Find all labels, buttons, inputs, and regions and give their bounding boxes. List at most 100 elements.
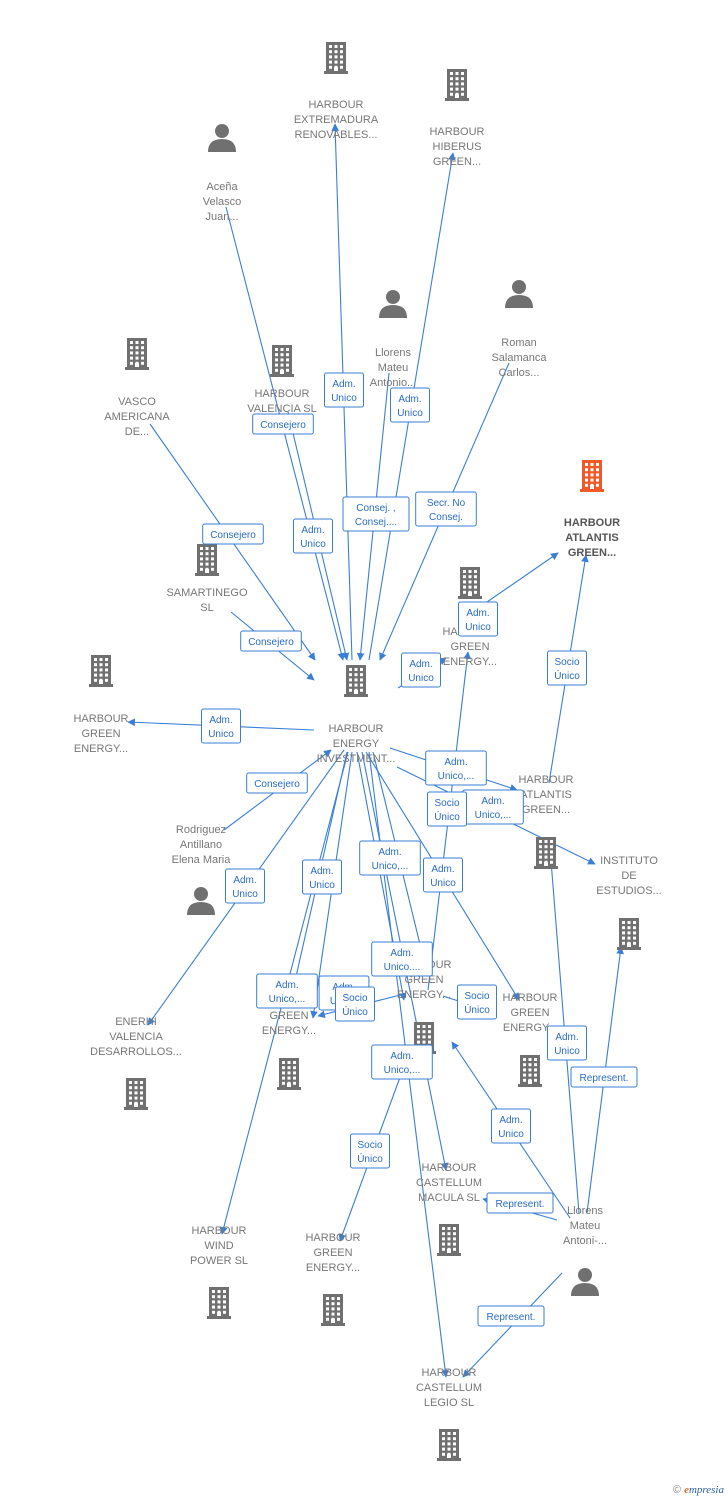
edge-label-box — [293, 518, 333, 554]
edges-layer — [127, 123, 624, 1378]
node-label: Elena Maria — [172, 854, 232, 866]
node-label: ENERHI — [115, 1016, 157, 1028]
node-label: HARBOUR — [73, 713, 128, 725]
person-icon — [505, 280, 533, 308]
graph-node-hiberus[interactable]: HARBOURHIBERUSGREEN... — [429, 69, 485, 168]
node-label: ENERGY... — [306, 1262, 360, 1274]
graph-node-acena[interactable]: AceñaVelascoJuan... — [203, 124, 242, 223]
edge-label[interactable]: Adm.Unico,... — [256, 973, 318, 1009]
edge-label[interactable]: Consej. ,Consej.... — [342, 496, 410, 532]
edge-label[interactable]: Consejero — [240, 630, 302, 652]
edge-label-text: Consej. , — [356, 503, 395, 514]
building-icon — [437, 1224, 461, 1256]
edge-label[interactable]: Adm.Unico — [225, 868, 265, 904]
graph-node-llorens1[interactable]: LlorensMateuAntonio... — [370, 290, 416, 389]
edge-label-box — [371, 1044, 433, 1080]
edge-label-box — [491, 1108, 531, 1144]
node-label: GREEN... — [568, 547, 616, 559]
edge-label[interactable]: Consejero — [202, 523, 264, 545]
edge-label[interactable]: Adm.Unico,... — [425, 750, 487, 786]
node-label: Aceña — [206, 181, 238, 193]
edge-label-text: Adm. — [409, 659, 432, 670]
building-icon — [458, 567, 482, 599]
node-label: VASCO — [118, 396, 156, 408]
edge-label-text: Unico.... — [384, 962, 421, 973]
building-icon — [125, 338, 149, 370]
edge-label-text: Secr. No — [427, 498, 466, 509]
node-label: ENERGY... — [443, 656, 497, 668]
graph-node-roman[interactable]: RomanSalamancaCarlos... — [491, 280, 547, 379]
node-label: LEGIO SL — [424, 1397, 474, 1409]
building-icon — [534, 837, 558, 869]
edge-label[interactable]: Represent. — [570, 1066, 638, 1088]
edge-label[interactable]: Represent. — [486, 1192, 554, 1214]
edge-label-text: Unico — [465, 622, 491, 633]
edge-label[interactable]: Adm.Unico — [423, 857, 463, 893]
node-label: VALENCIA — [109, 1031, 163, 1043]
node-label: GREEN — [450, 641, 489, 653]
graph-node-atlantis_focus[interactable]: HARBOURATLANTISGREEN... — [564, 460, 620, 559]
edge-label-box — [225, 868, 265, 904]
edge-label[interactable]: Adm.Unico — [491, 1108, 531, 1144]
edge-label[interactable]: Adm.Unico,... — [462, 789, 524, 825]
edge-label-text: Socio — [357, 1140, 382, 1151]
edge-label[interactable]: Adm.Unico — [458, 601, 498, 637]
graph-node-green_mid_right[interactable]: HARBOURGREENENERGY... — [502, 992, 558, 1087]
node-label: GREEN — [404, 974, 443, 986]
edge-label[interactable]: Adm.Unico — [324, 372, 364, 408]
edge-label[interactable]: Adm.Unico — [293, 518, 333, 554]
node-label: MACULA SL — [418, 1192, 480, 1204]
edge-label-box — [256, 973, 318, 1009]
graph-node-investment[interactable]: HARBOURENERGYINVESTMENT... — [317, 665, 396, 765]
node-label: RENOVABLES... — [295, 129, 378, 141]
node-label: ENERGY — [333, 738, 380, 750]
edge-label[interactable]: Adm.Unico — [201, 708, 241, 744]
node-label: Llorens — [375, 347, 412, 359]
edge-label[interactable]: Adm.Unico — [390, 387, 430, 423]
edge-label[interactable]: Consejero — [252, 413, 314, 435]
empresia-logo[interactable]: empresia — [684, 1484, 724, 1496]
graph-node-instituto[interactable]: INSTITUTODEESTUDIOS... — [596, 855, 662, 950]
edge-label[interactable]: Consejero — [246, 772, 308, 794]
node-label: GREEN — [510, 1007, 549, 1019]
graph-node-atlantis2[interactable]: HARBOURATLANTISGREEN... — [518, 774, 574, 869]
graph-node-llorens2[interactable]: LlorensMateuAntoni-... — [563, 1205, 607, 1296]
node-label: HARBOUR — [502, 992, 557, 1004]
graph-node-vasco[interactable]: VASCOAMERICANADE... — [104, 338, 170, 438]
graph-node-enerhi[interactable]: ENERHIVALENCIADESARROLLOS... — [90, 1016, 182, 1110]
edge-label[interactable]: Represent. — [477, 1305, 545, 1327]
edge-label-box — [547, 650, 587, 686]
graph-node-green_mid_left[interactable]: HARBOURGREENENERGY... — [261, 995, 317, 1090]
edge-label[interactable]: Adm.Unico — [302, 859, 342, 895]
edge-label-box — [371, 941, 433, 977]
node-label: HARBOUR — [305, 1232, 360, 1244]
node-label: DE... — [125, 426, 149, 438]
edge-label[interactable]: Adm.Unico,... — [371, 1044, 433, 1080]
graph-node-extremadura[interactable]: HARBOUREXTREMADURARENOVABLES... — [294, 42, 379, 141]
edge-label[interactable]: Adm.Unico — [401, 652, 441, 688]
graph-node-green_bottom[interactable]: HARBOURGREENENERGY... — [305, 1232, 361, 1326]
building-icon — [321, 1294, 345, 1326]
building-icon — [89, 655, 113, 687]
edge-label-box — [457, 984, 497, 1020]
edge-label[interactable]: Adm.Unico — [547, 1025, 587, 1061]
building-icon — [445, 69, 469, 101]
edge-label-text: Adm. — [378, 847, 401, 858]
edge-label[interactable]: Adm.Unico,... — [359, 840, 421, 876]
graph-node-green_left[interactable]: HARBOURGREENENERGY... — [73, 655, 129, 755]
edge-label[interactable]: Adm.Unico.... — [371, 941, 433, 977]
person-icon — [187, 887, 215, 915]
edge-label-text: Único — [554, 669, 580, 682]
